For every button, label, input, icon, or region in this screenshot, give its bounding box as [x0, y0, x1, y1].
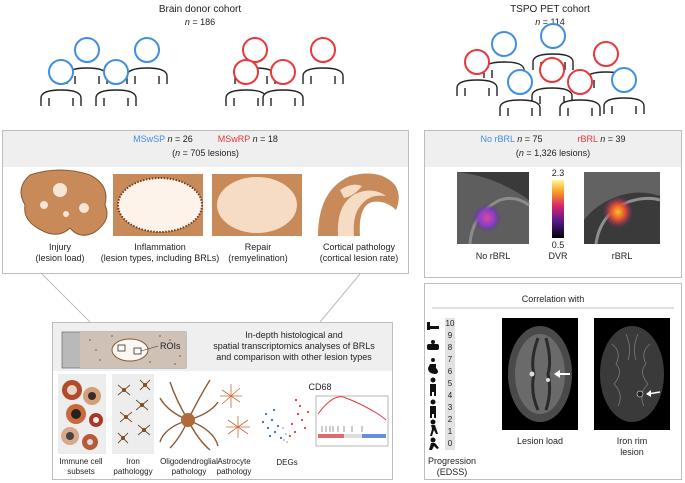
brain-donor-groups: MSwSP n = 26 MSwRP n = 18: [133, 134, 278, 144]
brain-donor-cohort-title: Brain donor cohort: [158, 4, 242, 15]
rois-label: ROIs: [160, 341, 181, 351]
histology-panel: [52, 322, 393, 480]
dvr-scale-label: DVR: [548, 251, 568, 261]
degs-label: DEGs: [276, 458, 298, 467]
tspo-groups: No rBRL n = 75 rBRL n = 39: [480, 134, 626, 144]
edss-scale: 10 9 8 7 6 5 4 3 2 1 0: [445, 319, 455, 448]
histology-description: In-depth histological and spatial transc…: [213, 330, 375, 362]
tspo-pet-cohort-title: TSPO PET cohort: [510, 4, 590, 15]
dvr-scale-max: 2.3: [551, 168, 565, 178]
brain-donor-lesion-count: (n = 705 lesions): [172, 148, 239, 158]
dvr-scale-min: 0.5: [551, 240, 565, 250]
tspo-lesion-count: (n = 1,326 lesions): [515, 148, 591, 158]
card-inflammation-label: Inflammation(lesion types, including BRL…: [100, 242, 220, 263]
brain-donor-n: n = 186: [184, 17, 216, 27]
pet-no-rbrl-label: No rBRL: [475, 251, 511, 261]
cd68-title: CD68: [308, 382, 332, 392]
pet-rbrl-label: rBRL: [611, 251, 633, 261]
progression-label: Progression(EDSS): [427, 456, 477, 477]
correlation-title: Correlation with: [521, 294, 585, 304]
card-cortical-label: Cortical pathology(cortical lesion rate): [319, 242, 399, 263]
lesion-load-label: Lesion load: [516, 436, 564, 446]
tspo-pet-n: n = 114: [535, 17, 565, 27]
card-injury-label: Injury(lesion load): [35, 242, 85, 263]
card-repair-label: Repair(remyelination): [228, 242, 288, 263]
